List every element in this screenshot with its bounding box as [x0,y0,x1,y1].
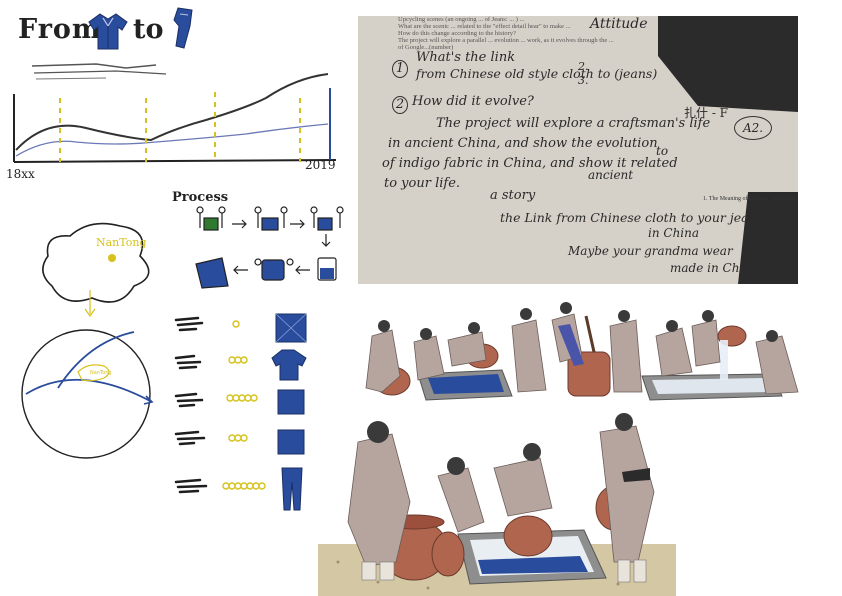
printed-line: The project will explore a parallel ... … [398,37,614,44]
notes-photo: Upcycling scenes (an ongoing ... of Jean… [358,16,798,284]
dye-pot-icon [195,257,337,289]
printed-line: What are the scenic ... related to the "… [398,23,571,30]
note-q1-side: 2. [578,60,589,73]
note-story-to: to [656,144,669,158]
note-story-china: in China [648,226,700,240]
process-diagram [195,206,344,289]
note-maybe: made in China? [670,261,765,275]
printed-line: Upcycling scenes (an ongoing ... of Jean… [398,16,525,23]
nantong-marker [108,254,116,262]
note-story-ancient: ancient [588,168,634,182]
note-paragraph-line: in ancient China, and show the evolution [388,136,658,151]
printed-line: How do this change according to the hist… [398,30,516,37]
note-circle: A2. [734,116,773,140]
note-q2-line1: How did it evolve? [412,94,534,109]
evolution-rows [174,313,307,511]
china-map-sketch [42,222,150,318]
dyeing-workshop-illustration [365,302,799,401]
note-q2-number: 2 [392,96,408,114]
printed-caption: 1. The Meaning of Dreams - Structure [703,196,795,202]
spiral-icon [222,320,266,490]
note-maybe: Maybe your grandma wear [568,244,733,258]
note-header: Attitude [590,16,648,32]
dyeing-scene-illustration [318,413,676,596]
note-q1-line2: from Chinese old style cloth to (jeans) [416,66,658,81]
shirt-icon [88,13,128,50]
title-from: From [18,14,102,45]
note-q1-side: 3. [578,74,589,87]
timeline-end-label: 2019 [305,158,336,172]
svg-text:NanTong: NanTong [90,370,112,376]
note-paragraph-line: The project will explore a craftsman's l… [436,116,711,131]
title-to: to [133,14,164,45]
indigo-swatch-icon [271,313,307,511]
note-story-link: the Link from Chinese cloth to your jean… [500,210,764,225]
x-axis [13,159,337,163]
note-story: a story [490,188,536,203]
note-q1-line1: What's the link [416,50,516,65]
globe-sketch: NanTong [21,329,154,459]
note-chinese: 扎什 - F [684,106,729,120]
timeline-start-label: 18xx [6,167,35,181]
note-paragraph-line: to your life. [384,176,461,191]
crafting-figures-icon [196,206,344,247]
printed-line: of Google...(number) [398,44,454,51]
process-heading: Process [172,190,229,205]
note-paragraph-line: of indigo fabric in China, and show it r… [382,156,678,171]
jeans-icon [173,7,193,49]
note-q1-number: 1 [392,60,408,78]
timeline-sketch [13,63,337,163]
map-place-label: NanTong [96,236,147,249]
